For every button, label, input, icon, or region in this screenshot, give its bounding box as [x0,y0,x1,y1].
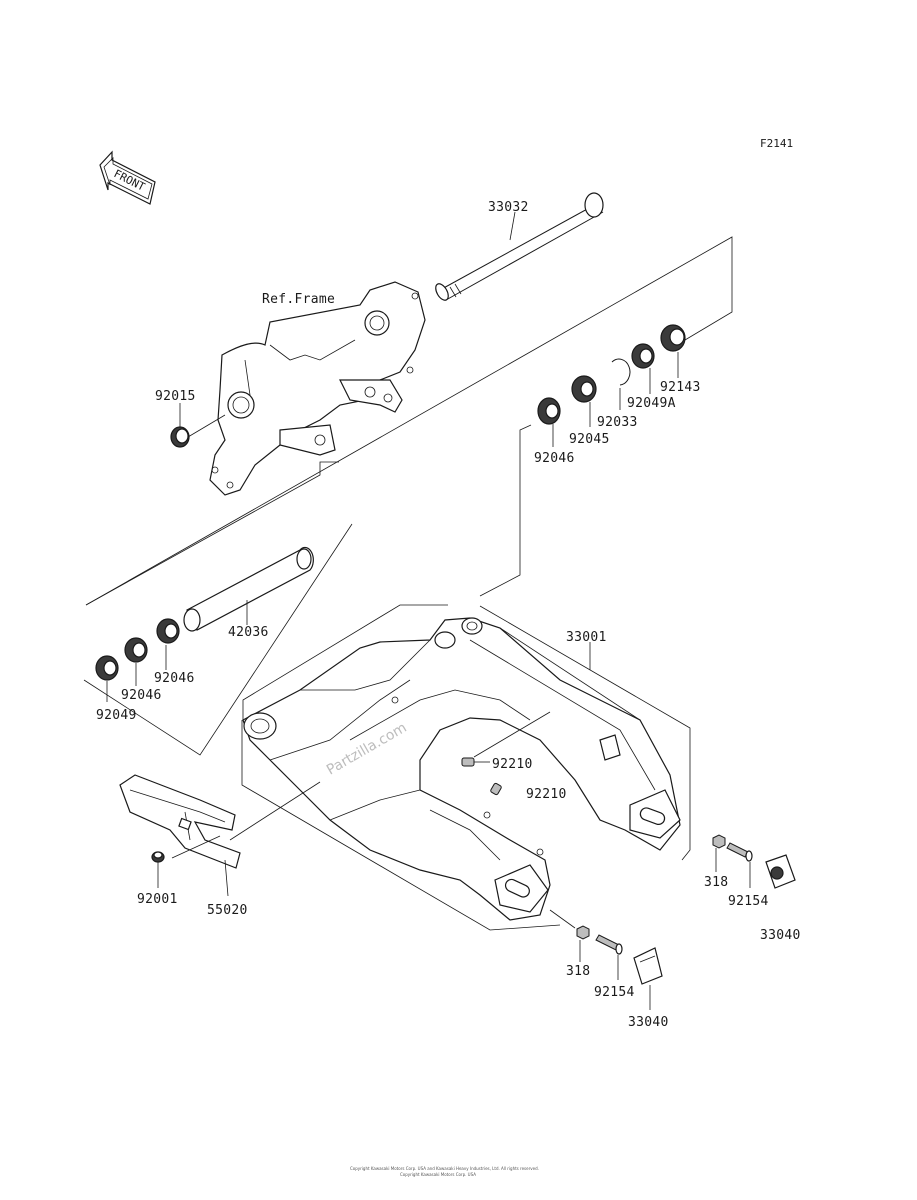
nut-318-bottom [576,925,590,940]
label-42036: 42036 [228,625,269,640]
label-92033: 92033 [597,415,638,430]
figure-code: F2141 [760,137,793,150]
swingarm-33001 [242,617,681,921]
label-318-right: 318 [704,875,728,890]
block-33040-right [765,854,796,889]
label-318-bottom: 318 [566,964,590,979]
label-92210-b: 92210 [526,787,567,802]
inset-bracket-upper [85,236,733,606]
nut-318-right [712,834,726,849]
label-92001: 92001 [137,892,178,907]
ref-frame-label: Ref.Frame [262,292,335,307]
label-92015: 92015 [155,389,196,404]
bolt-92001 [151,851,165,863]
frame-pivot-section [209,281,426,496]
label-92154-right: 92154 [728,894,769,909]
label-33040-bottom: 33040 [628,1015,669,1030]
label-92210-a: 92210 [492,757,533,772]
bolt-92154-right [726,842,753,862]
bearing-stack-left [95,618,180,681]
label-92049: 92049 [96,708,137,723]
label-92046-top: 92046 [534,451,575,466]
bearing-stack-right [537,324,686,425]
label-55020: 55020 [207,903,248,918]
bolt-92154-bottom [595,934,623,955]
leader-adjuster-bottom [549,909,576,929]
chain-guard-55020 [119,774,321,897]
label-92046-b: 92046 [121,688,162,703]
label-33032: 33032 [488,200,529,215]
label-33001: 33001 [566,630,607,645]
block-33040-bottom [633,947,663,985]
inset-bracket-bearing [479,424,532,597]
collar-42036 [183,546,314,632]
fitting-92210-a [461,711,551,767]
leader-33032 [509,211,516,241]
label-92154-bottom: 92154 [594,985,635,1000]
inset-bracket-left [83,523,353,756]
label-33040-right: 33040 [760,928,801,943]
copyright-line-2: Copyright Kawasaki Motors Corp. USA [400,1172,476,1177]
fitting-92210-b [490,782,502,796]
copyright-line-1: Copyright Kawasaki Motors Corp. USA and … [350,1166,539,1171]
label-92045: 92045 [569,432,610,447]
pivot-shaft [435,192,604,301]
front-arrow-icon: FRONT [99,150,156,205]
inset-bracket-lower [85,461,339,606]
label-92046-a: 92046 [154,671,195,686]
label-92143: 92143 [660,380,701,395]
inset-bracket-swingarm-top [242,604,448,720]
inset-bracket-swingarm [479,605,691,861]
inset-bracket-swingarm-left [241,720,561,931]
label-92049A: 92049A [627,396,676,411]
